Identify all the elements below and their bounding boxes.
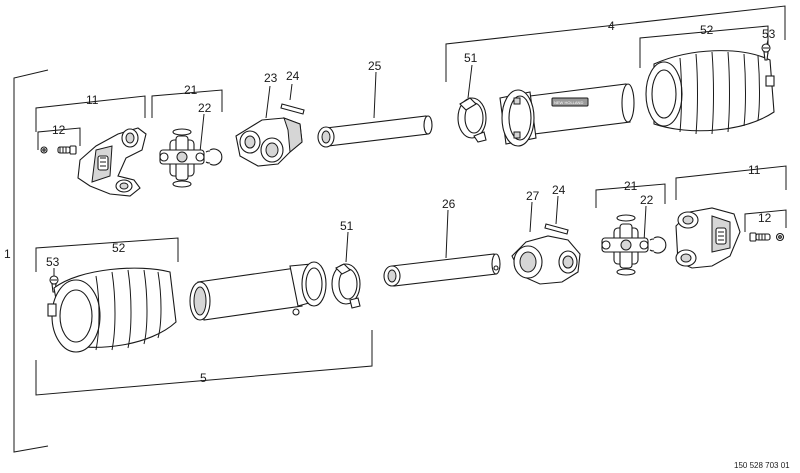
yoke-upper [77, 127, 147, 197]
label-24-upper: 24 [286, 69, 300, 83]
yoke-lower [675, 207, 741, 269]
label-53-upper: 53 [762, 27, 776, 41]
label-53-lower: 53 [46, 255, 60, 269]
label-52-lower: 52 [112, 241, 126, 255]
bearing-ring-upper [457, 97, 487, 143]
tube-marking [551, 97, 589, 107]
label-21-upper: 21 [184, 83, 198, 97]
label-24-lower: 24 [552, 183, 566, 197]
callout-labels: 1 4 5 11 11 12 12 21 21 22 22 23 24 24 2… [4, 19, 776, 385]
label-21-lower: 21 [624, 179, 638, 193]
label-27: 27 [526, 189, 540, 203]
spring-pin-lower [544, 223, 569, 235]
guard-cone-lower [47, 267, 177, 353]
grease-nipple-lower [749, 232, 785, 242]
label-26: 26 [442, 197, 456, 211]
label-11-lower: 11 [748, 163, 761, 177]
grease-nipple-upper [40, 145, 77, 155]
label-22-upper: 22 [198, 101, 212, 115]
label-52-upper: 52 [700, 23, 714, 37]
label-12-upper: 12 [52, 123, 66, 137]
bearing-ring-lower [331, 263, 361, 309]
label-5: 5 [200, 371, 207, 385]
label-51-lower: 51 [340, 219, 354, 233]
universal-cross-lower [601, 214, 667, 276]
label-4: 4 [608, 19, 615, 33]
label-51-upper: 51 [464, 51, 478, 65]
label-25: 25 [368, 59, 382, 73]
outer-tube-shield-lower [189, 261, 327, 321]
tube-marking-text: NEW HOLLAND [554, 100, 583, 105]
label-11-upper: 11 [86, 93, 99, 107]
label-1: 1 [4, 247, 11, 261]
inner-tube-25 [317, 115, 433, 148]
screw-upper [761, 43, 771, 61]
label-12-lower: 12 [758, 211, 772, 225]
label-22-lower: 22 [640, 193, 654, 207]
inner-yoke-27 [511, 235, 581, 285]
spring-pin-upper [280, 103, 305, 115]
universal-cross-upper [159, 128, 223, 188]
label-23: 23 [264, 71, 278, 85]
inner-yoke-23 [235, 117, 303, 167]
document-number: 150 528 703 01 [734, 461, 790, 470]
outer-tube-shield-upper: NEW HOLLAND [499, 83, 635, 147]
inner-tube-26 [383, 253, 501, 287]
guard-cone-upper [645, 50, 775, 135]
